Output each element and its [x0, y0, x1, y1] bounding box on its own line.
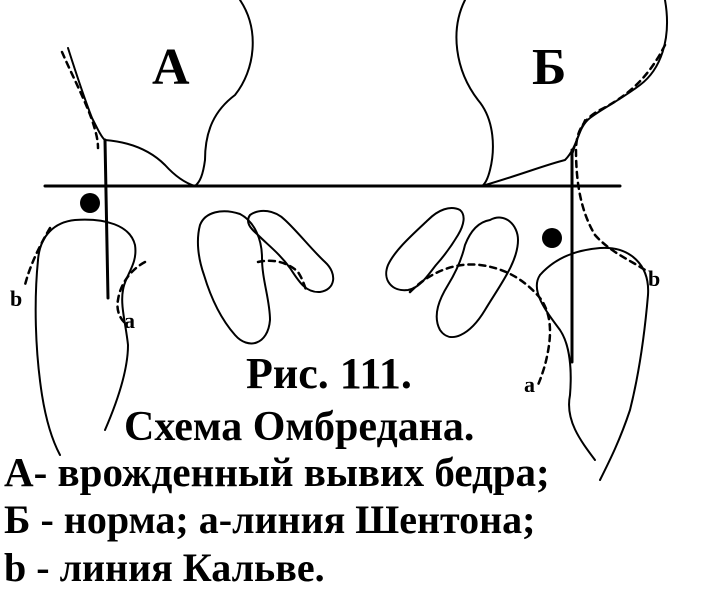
left-calve-line-upper	[60, 50, 100, 150]
right-obturator-outer	[435, 216, 519, 339]
right-pubis-outline	[385, 207, 465, 292]
right-femur-neck	[535, 274, 596, 461]
right-ossification-nucleus	[542, 228, 562, 248]
left-shenton-line-label: a	[124, 308, 135, 333]
right-calve-line-label: b	[648, 266, 661, 291]
right-shenton-line	[408, 263, 552, 387]
left-femur-shaft-outer	[34, 259, 61, 456]
right-acetabulum-roof	[481, 119, 586, 187]
panel-b-label: Б	[532, 39, 567, 96]
right-femur-outline	[539, 246, 650, 481]
left-shenton-line	[116, 260, 147, 324]
left-calve-line-lower	[23, 226, 52, 287]
caption-line-2: Б - норма; а-линия Шентона;	[4, 497, 536, 542]
right-ilium-outline	[455, 0, 494, 187]
left-shenton-arc	[256, 259, 308, 292]
panel-a-label: А	[152, 39, 190, 96]
right-calve-line	[574, 43, 667, 272]
left-outer-contour	[67, 47, 106, 141]
right-shenton-line-label: a	[524, 372, 535, 397]
caption-line-3: b - линия Кальве.	[4, 545, 325, 590]
left-pubis-outline	[247, 209, 335, 294]
right-outer-contour	[571, 0, 669, 156]
left-obturator-outer	[196, 210, 271, 345]
left-acetabulum-roof	[104, 139, 196, 187]
left-ossification-nucleus	[80, 193, 100, 213]
left-ilium-outline	[194, 0, 254, 187]
left-calve-line-label: b	[10, 286, 23, 311]
left-femur-outline	[37, 218, 137, 431]
figure-number: Рис. 111.	[246, 349, 412, 398]
left-perkins-line	[103, 138, 110, 300]
caption-line-1: А- врожденный вывих бедра;	[4, 449, 550, 495]
figure-title: Схема Омбредана.	[124, 404, 475, 450]
